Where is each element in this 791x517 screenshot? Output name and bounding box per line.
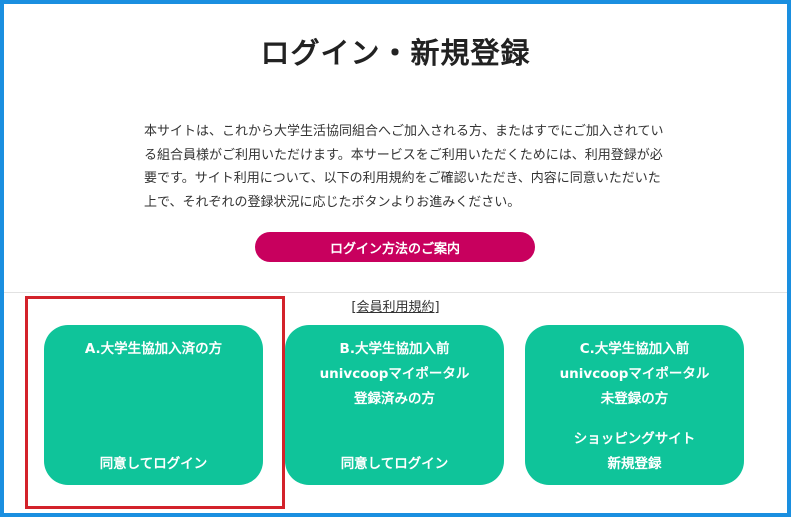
card-title-line: univcoopマイポータル: [559, 366, 710, 382]
terms-link-row: [会員利用規約]: [4, 296, 787, 315]
card-title: A.大学生協加入済の方: [44, 337, 263, 362]
card-action: 同意してログイン: [285, 452, 504, 477]
card-title: B.大学生協加入前 univcoopマイポータル 登録済みの方: [285, 337, 504, 412]
card-action-line: ショッピングサイト: [573, 431, 696, 447]
page-title: ログイン・新規登録: [260, 36, 531, 70]
card-title-line: 登録済みの方: [354, 391, 435, 407]
card-action-line: 新規登録: [607, 456, 662, 472]
card-action-line: 同意してログイン: [340, 456, 449, 472]
card-c-portal-unregistered[interactable]: C.大学生協加入前 univcoopマイポータル 未登録の方 ショッピングサイト…: [525, 325, 744, 485]
card-action: ショッピングサイト 新規登録: [525, 427, 744, 477]
terms-bracket-open: [: [351, 300, 357, 315]
card-title-line: A.大学生協加入済の方: [84, 341, 223, 357]
card-title-line: univcoopマイポータル: [319, 366, 470, 382]
section-divider: [4, 292, 787, 293]
card-title-line: B.大学生協加入前: [339, 341, 450, 357]
card-a-joined-member[interactable]: A.大学生協加入済の方 同意してログイン: [44, 325, 263, 485]
card-action-line: 同意してログイン: [99, 456, 208, 472]
card-title-line: 未登録の方: [600, 391, 669, 407]
login-guide-button[interactable]: ログイン方法のご案内: [255, 232, 535, 262]
intro-text: 本サイトは、これから大学生活協同組合へご加入される方、またはすでにご加入されてい…: [144, 124, 664, 210]
terms-bracket-close: ]: [434, 300, 440, 315]
member-terms-link[interactable]: 会員利用規約: [356, 300, 435, 315]
card-action: 同意してログイン: [44, 452, 263, 477]
card-title-line: C.大学生協加入前: [579, 341, 690, 357]
card-title: C.大学生協加入前 univcoopマイポータル 未登録の方: [525, 337, 744, 412]
card-b-portal-registered[interactable]: B.大学生協加入前 univcoopマイポータル 登録済みの方 同意してログイン: [285, 325, 504, 485]
